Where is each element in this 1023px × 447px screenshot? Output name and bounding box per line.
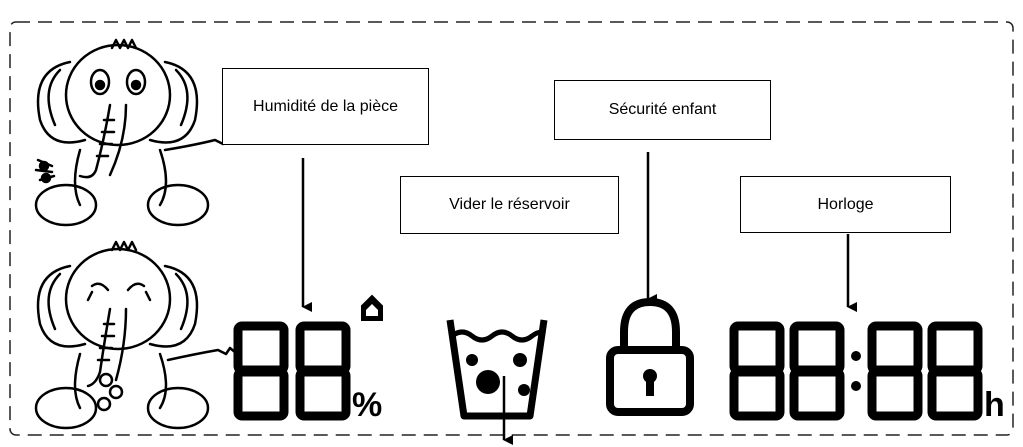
- clock-digits-display: [729, 321, 983, 421]
- sad-elephant-icon: [34, 240, 238, 430]
- clock-colon-top: [851, 351, 861, 361]
- label-humidity: Humidité de la pièce: [222, 68, 429, 145]
- padlock-icon: [606, 297, 694, 416]
- hour-suffix: h: [984, 386, 1005, 424]
- water-tank-icon: [446, 319, 548, 420]
- label-empty-tank: Vider le réservoir: [400, 176, 619, 234]
- label-clock: Horloge: [740, 176, 951, 233]
- label-child-lock: Sécurité enfant: [554, 80, 771, 140]
- happy-elephant-icon: [34, 38, 235, 227]
- clock-colon-bottom: [851, 381, 861, 391]
- percent-symbol: %: [352, 386, 382, 424]
- humidity-digits-display: [233, 321, 351, 421]
